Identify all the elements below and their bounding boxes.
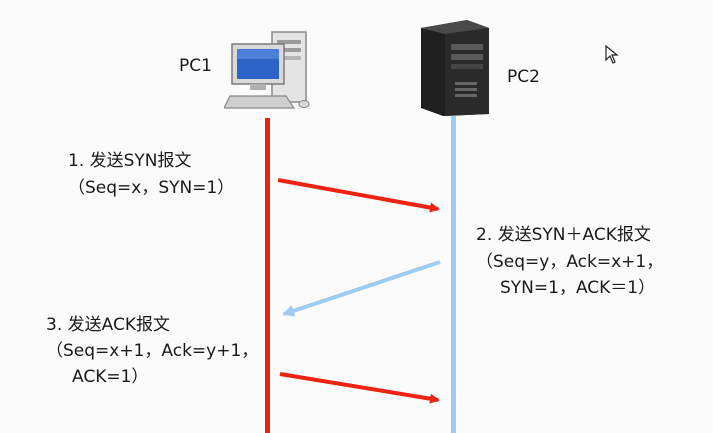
step-2-params-line1: （Seq=y，Ack=x+1， xyxy=(476,252,664,272)
arrow-syn xyxy=(277,178,440,213)
step-3-params-line1: （Seq=x+1，Ack=y+1， xyxy=(46,341,259,361)
arrow-ack xyxy=(279,372,440,404)
step-1-params: （Seq=x，SYN=1） xyxy=(68,178,235,198)
mouse-cursor-icon xyxy=(605,45,619,64)
step-3-title: 3. 发送ACK报文 xyxy=(46,315,170,335)
step-2-title: 2. 发送SYN＋ACK报文 xyxy=(476,225,651,245)
pc1-label: PC1 xyxy=(179,56,212,76)
step-3-params-line2: ACK=1） xyxy=(72,367,149,387)
pc2-label: PC2 xyxy=(507,67,540,87)
tower-server-icon xyxy=(421,20,489,116)
step-1-title: 1. 发送SYN报文 xyxy=(68,151,192,171)
step-2-params-line2: SYN=1，ACK＝1） xyxy=(500,278,656,298)
pc1-timeline xyxy=(265,118,270,433)
arrow-syn-ack xyxy=(282,260,441,317)
pc2-timeline xyxy=(451,116,456,433)
desktop-computer-icon xyxy=(224,31,310,109)
